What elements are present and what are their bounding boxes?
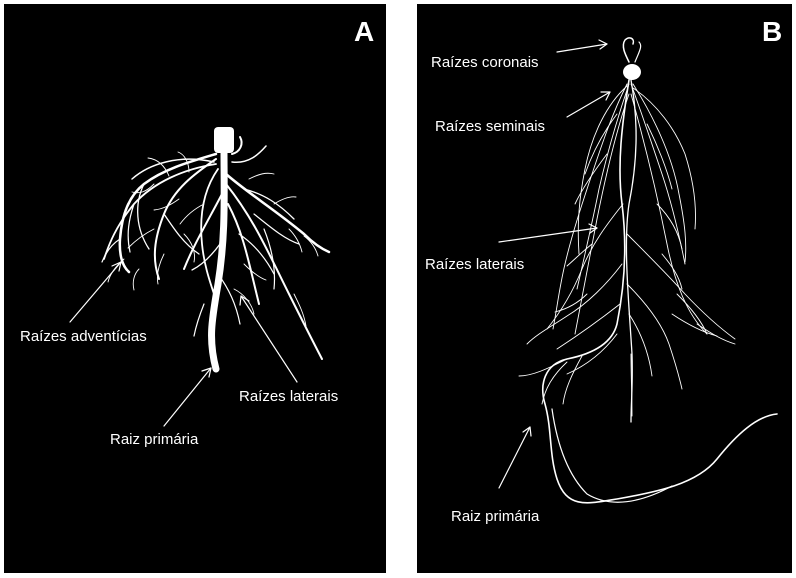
label-seminal-roots: Raízes seminais [435, 118, 545, 135]
root-system-a-image [4, 4, 386, 573]
arrow-primary-b [499, 427, 530, 488]
label-lateral-roots-a: Raízes laterais [239, 388, 338, 405]
label-primary-root-b: Raiz primária [451, 508, 539, 525]
arrow-adventitious [70, 262, 121, 322]
arrow-crown [557, 44, 607, 52]
arrow-lateral-a [241, 296, 297, 382]
panel-letter-b: B [762, 16, 782, 48]
arrow-seminal [567, 92, 610, 117]
panel-letter-a: A [354, 16, 374, 48]
arrow-lateral-b [499, 228, 597, 242]
label-adventitious-roots: Raízes adventícias [20, 328, 147, 345]
panel-b: B Raízes coronais Raízes seminais Raízes… [417, 4, 792, 573]
label-primary-root-a: Raiz primária [110, 431, 198, 448]
panel-a: A Raízes adventícias Raízes laterais Rai… [4, 4, 386, 573]
arrow-primary-a [164, 368, 211, 426]
root-system-b-image [417, 4, 792, 573]
label-lateral-roots-b: Raízes laterais [425, 256, 524, 273]
label-crown-roots: Raízes coronais [431, 54, 539, 71]
